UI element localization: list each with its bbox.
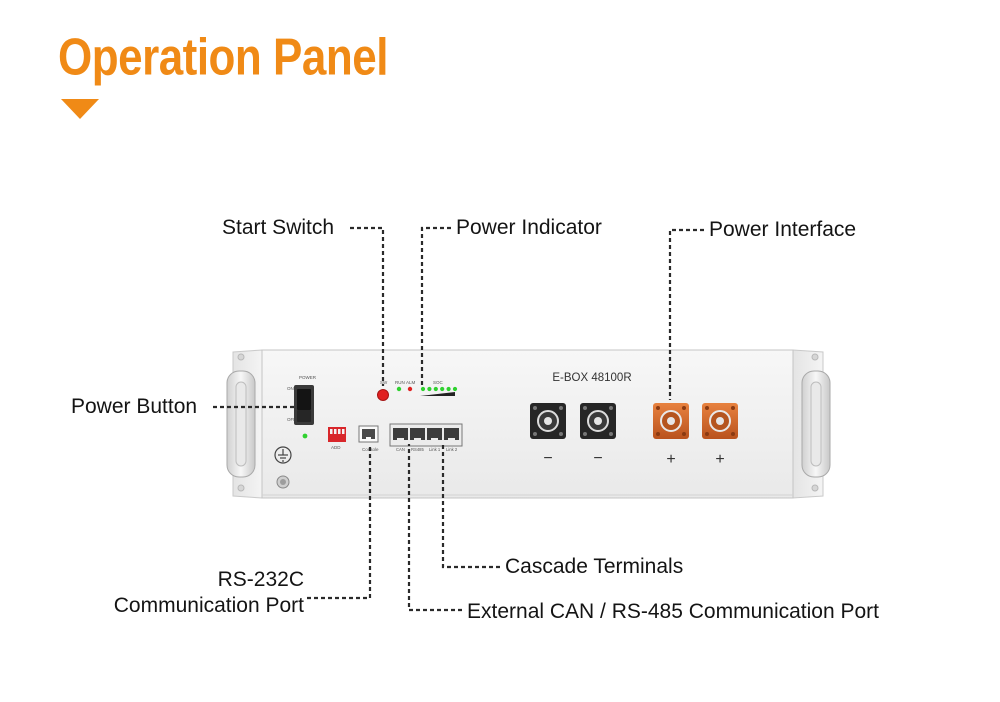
start-switch[interactable] <box>377 389 389 401</box>
page-title: Operation Panel <box>58 28 388 87</box>
soc-label: SOC <box>433 380 444 385</box>
soc-led <box>427 386 432 392</box>
model-name: E-BOX 48100R <box>552 372 631 384</box>
positive-terminal-2[interactable] <box>702 403 738 439</box>
run-led <box>396 386 402 392</box>
rs485-port[interactable] <box>410 428 425 441</box>
rs232c-leader <box>307 444 372 600</box>
power-button[interactable] <box>294 385 314 425</box>
terminal-sign-1: − <box>543 450 552 467</box>
power-interface-leader <box>668 228 704 400</box>
alarm-led <box>407 386 413 392</box>
link2-port[interactable] <box>444 428 459 441</box>
soc-indicator <box>420 386 458 392</box>
power-interface-callout: Power Interface <box>709 218 857 241</box>
on-label: ON <box>287 386 294 391</box>
terminal-sign-3: + <box>666 451 675 468</box>
rs232c-port[interactable] <box>358 425 379 443</box>
title-down-arrow-icon <box>61 99 99 119</box>
run-label: RUN <box>395 380 405 385</box>
off-label: OFF <box>287 417 296 422</box>
dip-switch[interactable] <box>328 427 346 442</box>
power-status-led <box>302 433 308 439</box>
can-port[interactable] <box>393 428 408 441</box>
rs232c-callout-line1: RS-232C <box>217 568 304 591</box>
terminal-sign-4: + <box>715 451 724 468</box>
link2-port-label: Link 2 <box>446 447 458 452</box>
can-port-label: CAN <box>396 447 405 452</box>
soc-led <box>452 386 458 392</box>
terminal-sign-2: − <box>593 450 602 467</box>
external-can-callout: External CAN / RS-485 Communication Port <box>467 600 879 623</box>
ground-symbol-icon <box>274 446 292 464</box>
soc-wedge-icon <box>420 392 455 396</box>
alm-label: ALM <box>406 380 416 385</box>
sw-label: SW <box>380 380 388 385</box>
soc-led <box>440 386 445 392</box>
external-can-leader <box>407 444 462 612</box>
cascade-terminals-callout: Cascade Terminals <box>505 555 684 578</box>
power-indicator-callout: Power Indicator <box>456 216 602 239</box>
power-button-callout: Power Button <box>71 395 198 418</box>
ground-screw[interactable] <box>276 475 290 489</box>
link1-port[interactable] <box>427 428 442 441</box>
soc-led <box>446 386 451 392</box>
start-switch-leader <box>350 226 385 386</box>
soc-led <box>420 386 426 392</box>
power-label: POWER <box>299 375 317 380</box>
rs232c-callout-line2: Communication Port <box>113 594 304 617</box>
rj45-port-block <box>389 423 463 447</box>
start-switch-callout: Start Switch <box>222 216 335 239</box>
soc-led <box>433 386 438 392</box>
add-label: ADD <box>331 445 341 450</box>
left-handle[interactable] <box>226 370 256 478</box>
battery-module: POWER ON OFF ADD <box>226 349 831 499</box>
cascade-terminals-leader <box>441 444 500 569</box>
link1-port-label: Link 1 <box>429 447 441 452</box>
right-handle[interactable] <box>801 370 831 478</box>
rs485-port-label: RS485 <box>411 447 424 452</box>
positive-terminal-1[interactable] <box>653 403 689 439</box>
negative-terminal-2[interactable] <box>580 403 616 439</box>
power-indicator-leader <box>420 226 451 385</box>
negative-terminal-1[interactable] <box>530 403 566 439</box>
